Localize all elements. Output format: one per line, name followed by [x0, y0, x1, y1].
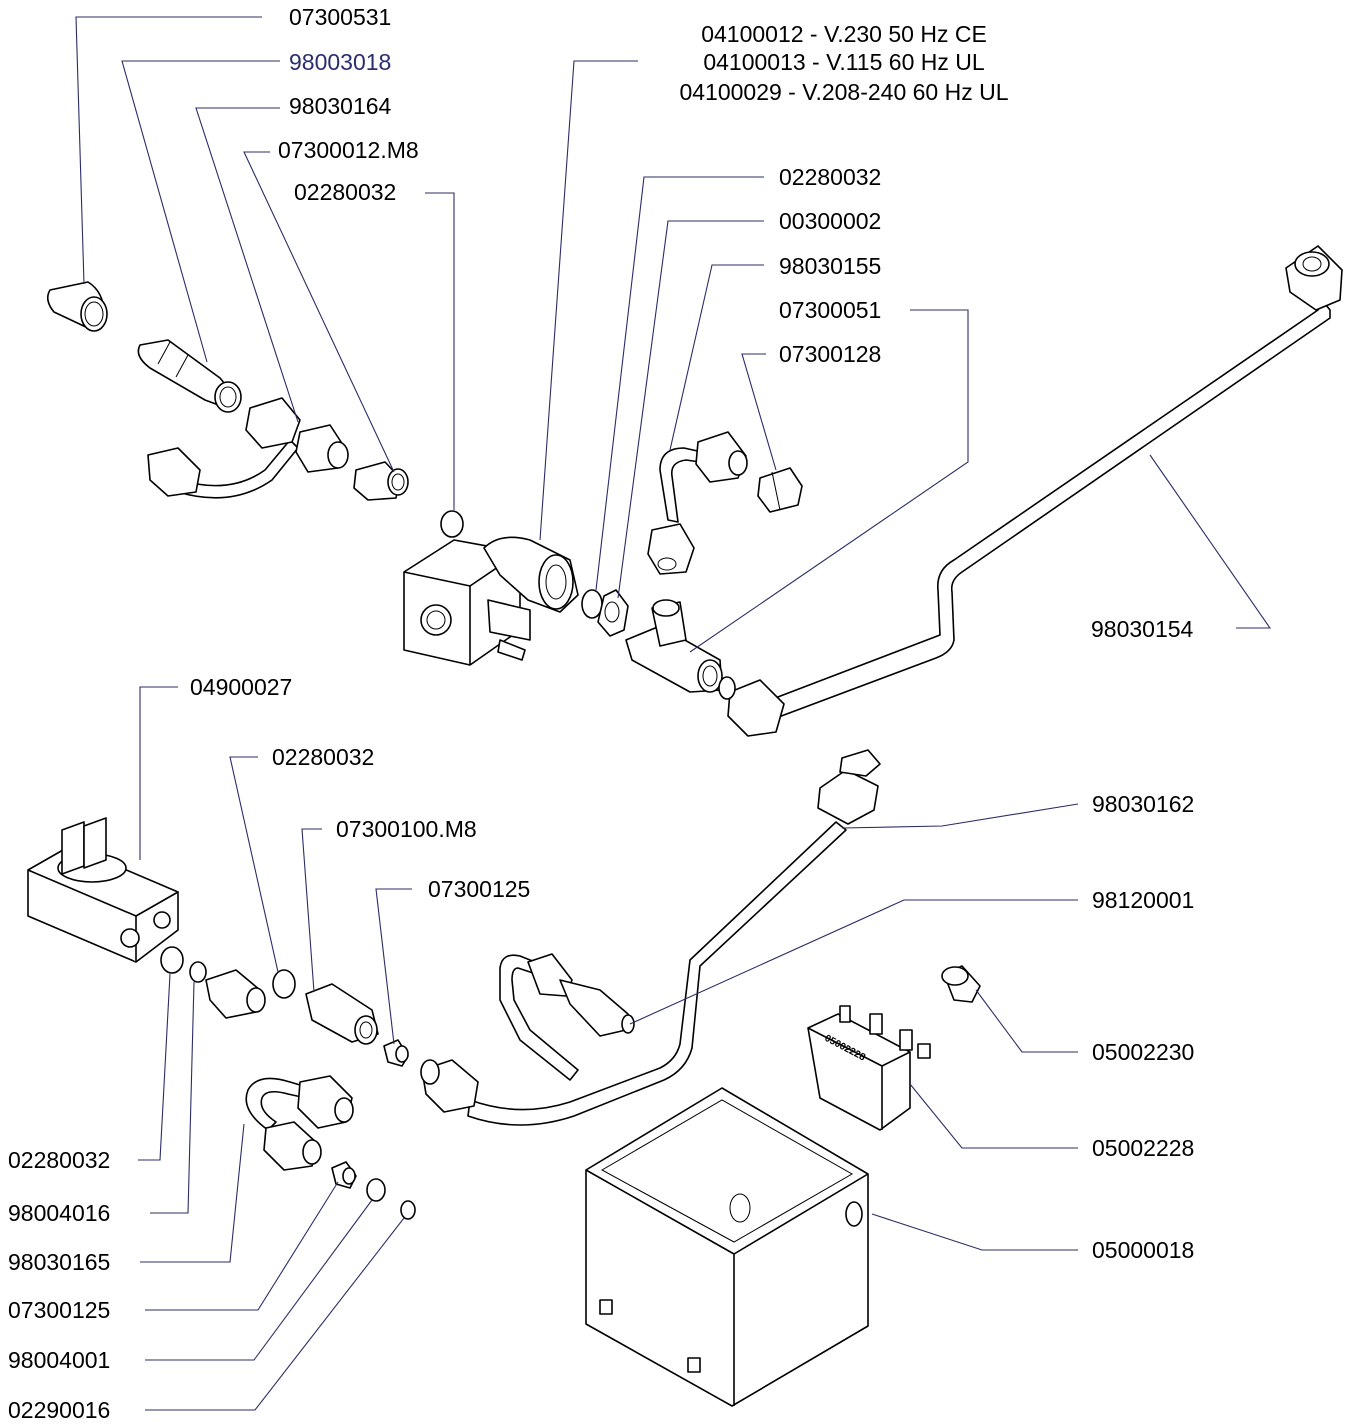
callout-98120001: 98120001	[1092, 887, 1194, 913]
part-pipe-98030154	[718, 245, 1343, 737]
callout-05000018: 05000018	[1092, 1237, 1194, 1263]
callout-98004001: 98004001	[8, 1347, 110, 1373]
part-pipe-98030162	[420, 749, 881, 1126]
part-union-07300100-m8	[305, 983, 379, 1045]
part-solenoid-valve	[403, 536, 579, 666]
part-washer-02290016	[400, 1200, 416, 1220]
callout-98030162: 98030162	[1092, 791, 1194, 817]
callout-07300012-m8: 07300012.M8	[278, 137, 419, 163]
callout-02280032-b: 02280032	[779, 164, 881, 190]
part-nut-07300125-a	[383, 1039, 409, 1067]
part-oring-02280032-d	[160, 946, 184, 974]
part-tee-98030164	[147, 397, 349, 499]
part-upipe-98030165	[245, 1075, 354, 1171]
part-nipple-07300012-m8	[353, 461, 409, 501]
callout-98030165: 98030165	[8, 1249, 110, 1275]
part-nut-07300125-b	[331, 1161, 357, 1189]
part-bushing-05002230	[941, 965, 981, 1003]
part-seal-98004001	[366, 1178, 386, 1202]
part-oring-02280032-b	[581, 589, 603, 619]
callout-02280032-a: 02280032	[294, 179, 396, 205]
part-pump-05002228: 05002228	[807, 1005, 931, 1131]
callout-labels: 07300531 98003018 98030164 07300012.M8 0…	[8, 4, 1194, 1423]
callout-valve-ul115: 04100013 - V.115 60 Hz UL	[703, 49, 985, 75]
callout-valve-ce: 04100012 - V.230 50 Hz CE	[701, 21, 987, 47]
callout-07300125-a: 07300125	[428, 876, 530, 902]
callout-07300100-m8: 07300100.M8	[336, 816, 477, 842]
part-fitting-98003018	[137, 339, 242, 413]
part-fitting-small-a	[205, 969, 266, 1019]
part-elbow-98030155	[647, 431, 748, 575]
part-box-05000018	[585, 1087, 869, 1407]
part-oring-02280032-c	[272, 969, 296, 999]
callout-07300128: 07300128	[779, 341, 881, 367]
callout-07300531: 07300531	[289, 4, 391, 30]
part-plug-07300128	[757, 467, 803, 513]
callout-05002230: 05002230	[1092, 1039, 1194, 1065]
callout-98030164: 98030164	[289, 93, 392, 119]
callout-98004016: 98004016	[8, 1200, 110, 1226]
part-filter-98120001	[527, 953, 635, 1037]
callout-98030154: 98030154	[1091, 616, 1194, 642]
callout-98003018: 98003018	[289, 49, 391, 75]
callout-04900027: 04900027	[190, 674, 292, 700]
part-oring-02280032-a	[440, 510, 464, 538]
part-cap-07300531	[46, 281, 108, 332]
callout-07300125-b: 07300125	[8, 1297, 110, 1323]
callout-07300051: 07300051	[779, 297, 881, 323]
part-oring-98004016	[189, 961, 207, 983]
callout-05002228: 05002228	[1092, 1135, 1194, 1161]
part-tee-07300051	[625, 599, 723, 693]
callout-02280032-c: 02280032	[272, 744, 374, 770]
callout-02280032-d: 02280032	[8, 1147, 110, 1173]
callout-02290016: 02290016	[8, 1397, 110, 1423]
leader-lines	[75, 16, 1272, 1411]
callout-00300002: 00300002	[779, 208, 881, 234]
part-nut-00300002	[597, 589, 629, 637]
part-pressure-switch-04900027	[27, 817, 179, 963]
callout-valve-ul208: 04100029 - V.208-240 60 Hz UL	[679, 79, 1008, 105]
callout-98030155: 98030155	[779, 253, 881, 279]
